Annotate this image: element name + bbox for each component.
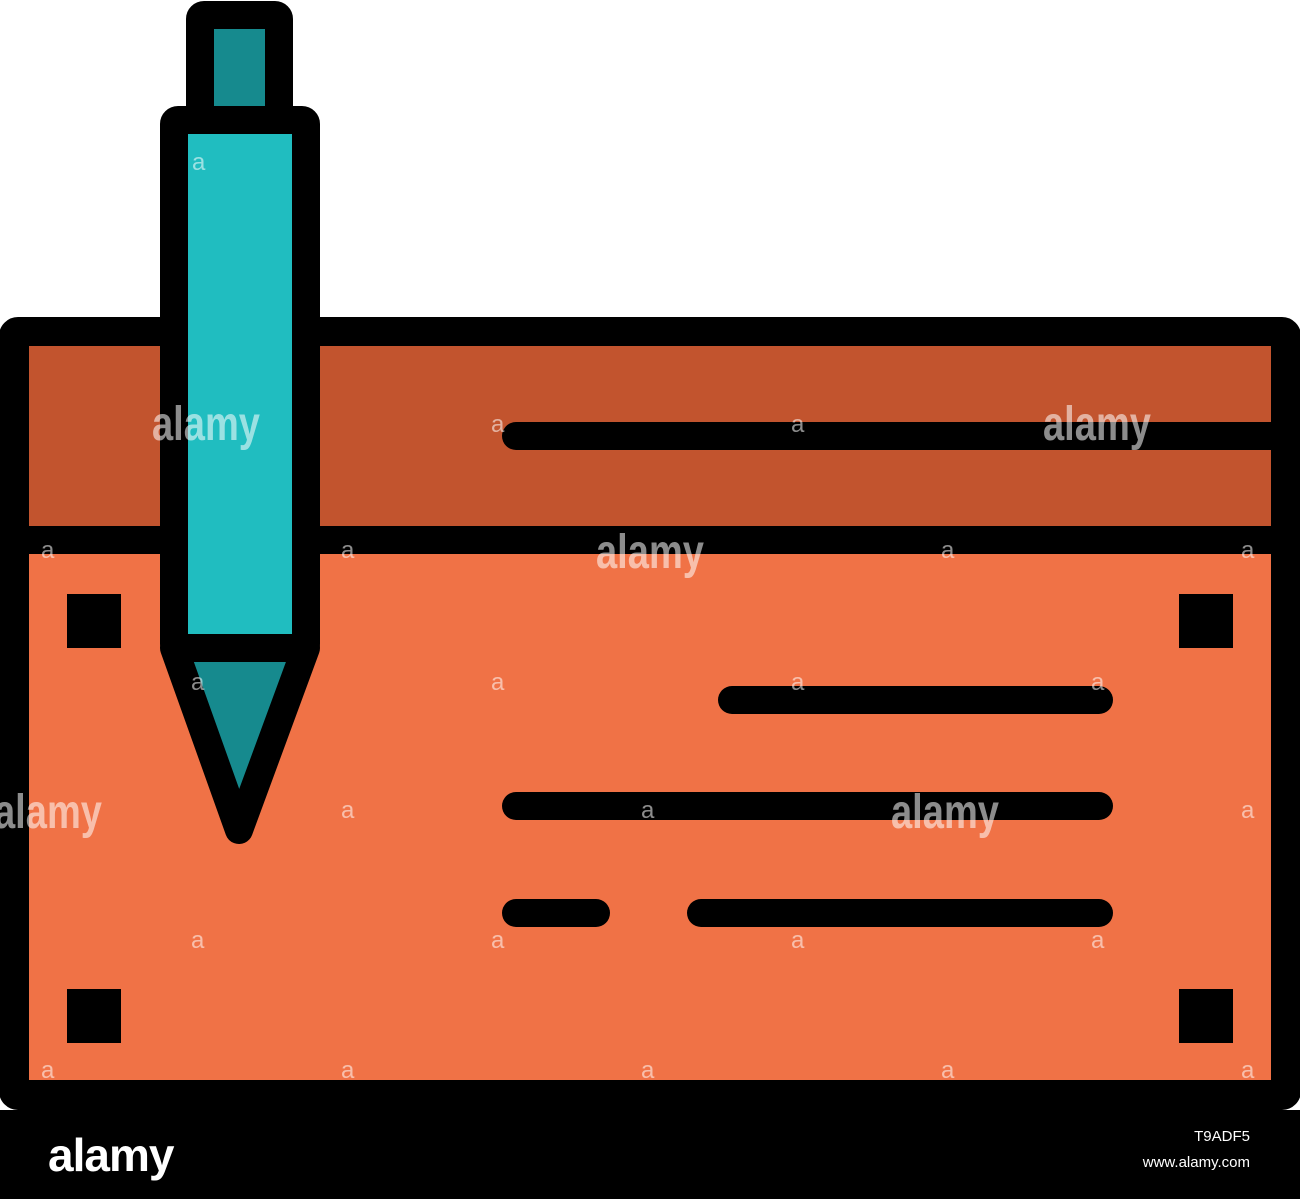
watermark-symbol: a — [1091, 927, 1105, 954]
image-id: T9ADF5 — [1194, 1128, 1250, 1145]
watermark-text: alamy — [891, 786, 999, 839]
watermark-text: alamy — [596, 526, 704, 579]
watermark-symbol: a — [941, 1057, 955, 1084]
watermark-symbol: a — [641, 797, 655, 824]
watermark-symbol: a — [791, 669, 805, 696]
corner-mark-top-right — [1179, 594, 1233, 648]
watermark-symbol: a — [341, 797, 355, 824]
watermark-text: alamy — [1043, 398, 1151, 451]
stock-footer-bar: alamy T9ADF5 www.alamy.com — [0, 1110, 1300, 1199]
watermark-symbol: a — [41, 537, 55, 564]
watermark-symbol: a — [341, 537, 355, 564]
alamy-logo: alamy — [48, 1129, 174, 1181]
watermark-text: alamy — [152, 398, 260, 451]
watermark-symbol: a — [791, 411, 805, 438]
watermark-symbol: a — [641, 1057, 655, 1084]
watermark-symbol: a — [491, 927, 505, 954]
pen-cap — [186, 1, 293, 135]
watermark-symbol: a — [191, 669, 205, 696]
watermark-symbol: a — [1091, 669, 1105, 696]
corner-mark-bottom-left — [67, 989, 121, 1043]
watermark-symbol: a — [1241, 797, 1255, 824]
watermark-symbol: a — [191, 927, 205, 954]
pen-body — [160, 106, 320, 662]
watermark-symbol: a — [491, 669, 505, 696]
corner-mark-bottom-right — [1179, 989, 1233, 1043]
site-url: www.alamy.com — [1142, 1154, 1250, 1171]
watermark-symbol: a — [791, 927, 805, 954]
watermark-symbol: a — [1241, 1057, 1255, 1084]
watermark-symbol: a — [192, 149, 206, 176]
watermark-text: alamy — [0, 786, 102, 839]
watermark-symbol: a — [1241, 537, 1255, 564]
watermark-symbol: a — [941, 537, 955, 564]
pen-icon — [160, 1, 320, 844]
watermark-symbol: a — [491, 411, 505, 438]
watermark-layer: alamy alamy alamy alamy alamy a a a a a … — [0, 149, 1255, 1084]
watermark-symbol: a — [341, 1057, 355, 1084]
corner-mark-top-left — [67, 594, 121, 648]
watermark-symbol: a — [41, 1057, 55, 1084]
